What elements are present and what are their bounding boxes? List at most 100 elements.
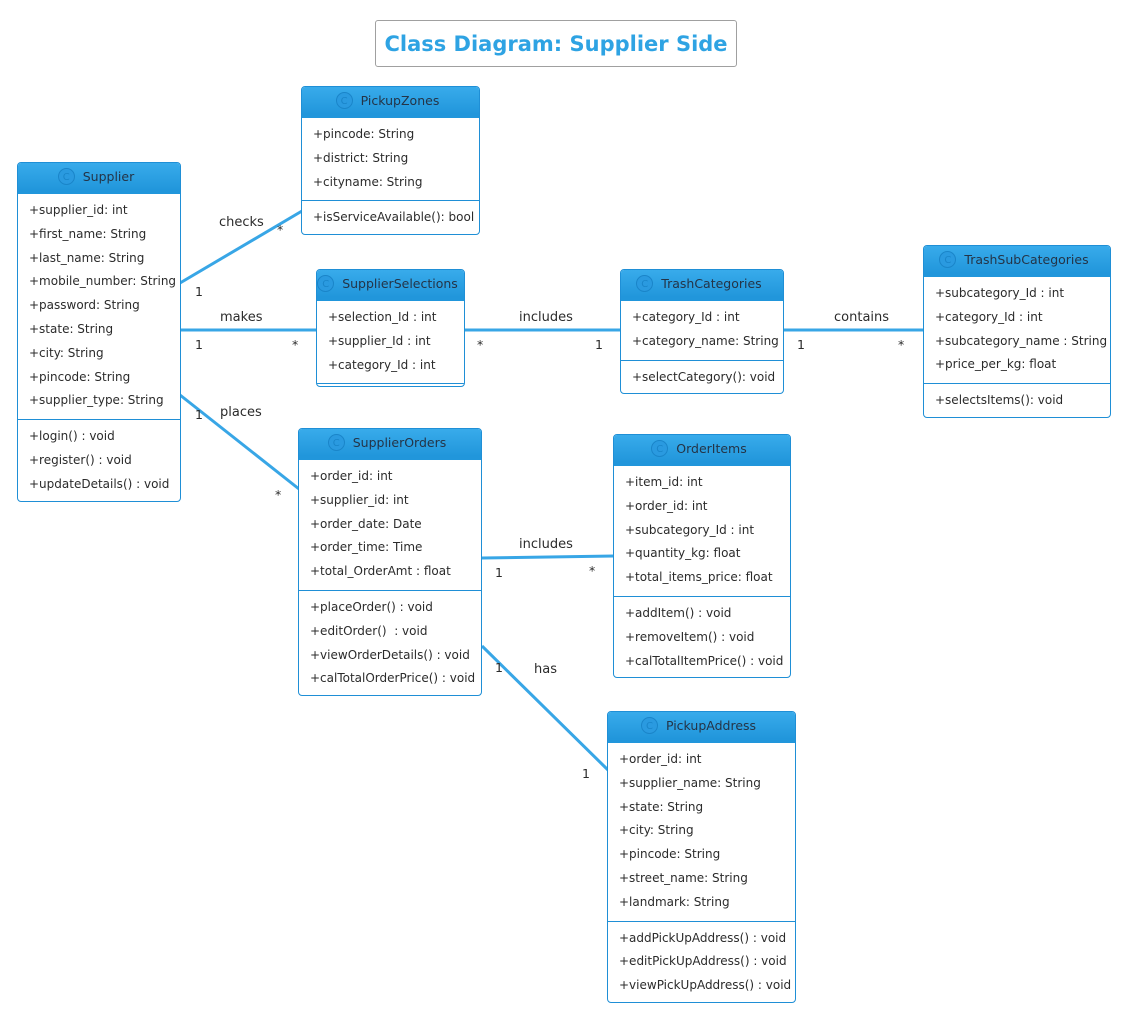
field-row: +supplier_id: int [29,203,128,217]
field-row: +city: String [29,345,104,360]
class-methods: +login() : void+register() : void+update… [18,420,180,500]
class-fields: +subcategory_Id : int+category_Id : int+… [924,277,1110,385]
field-row: +quantity_kg: float [625,546,741,561]
class-c-icon: C [57,168,75,185]
method-row: +register() : void [29,452,132,467]
multiplicity-makes-to: * [292,337,299,352]
class-pickupzones[interactable]: C PickupZones +pincode: String+district: S… [301,86,480,236]
multiplicity-includes-items-to: * [589,563,596,578]
method-row: +removeItem() : void [625,629,755,644]
multiplicity-places-to: * [275,487,282,502]
field-row: +street_name: String [619,870,748,885]
class-name: PickupZones [360,93,440,108]
edge-has [480,644,610,772]
multiplicity-has-from: 1 [495,660,503,675]
field-row: +last_name: String [29,250,145,265]
method-row: +addPickUpAddress() : void [619,930,787,945]
field-row: +item_id: int [625,475,703,489]
method-row: +login() : void [29,429,115,444]
multiplicity-includes-categories-to: 1 [595,337,603,352]
relation-label-places: places [220,405,262,420]
class-header: C TrashCategories [621,270,783,301]
edge-includes-items [481,554,615,560]
relation-label-contains: contains [834,310,890,325]
class-supplierselections[interactable]: C SupplierSelections +selection_Id : int+s… [316,269,465,388]
class-header: C PickupZones [302,87,479,118]
field-row: +total_items_price: float [625,570,773,585]
relation-label-includes-categories: includes [519,310,573,325]
field-row: +category_name: String [632,333,779,348]
class-c-icon: C [640,717,658,734]
field-row: +mobile_number: String [29,274,177,289]
class-fields: +supplier_id: int +first_name: String +las… [18,194,180,421]
field-row: +district: String [313,150,409,165]
class-c-icon: C [317,275,335,292]
field-row: +subcategory_Id : int [935,286,1065,300]
method-row: +calTotalItemPrice() : void [625,653,784,668]
class-methods: +addPickUpAddress() : void +editPickUpAdd… [608,922,795,1002]
class-c-icon: C [939,251,957,268]
class-methods: +isServiceAvailable(): bool [302,201,479,234]
class-supplier[interactable]: C Supplier +supplier_id: int +first_name: S… [17,162,181,502]
method-row: +addItem() : void [625,605,732,620]
field-row: +first_name: String [29,226,147,241]
method-row: +viewOrderDetails() : void [310,647,470,662]
relation-label-makes: makes [220,310,263,325]
field-row: +order_date: Date [310,516,422,531]
class-name: Supplier [82,169,135,184]
method-row: +editOrder() : void [310,623,428,638]
method-row: +selectCategory(): void [632,369,776,384]
field-row: +landmark: String [619,894,730,909]
class-c-icon: C [636,275,654,292]
multiplicity-checks-from: 1 [195,284,203,299]
class-trashcategories[interactable]: C TrashCategories +category_Id : int +categ… [620,269,784,395]
field-row: +category_Id : int [632,310,740,324]
method-row: +isServiceAvailable(): bool [313,210,475,225]
class-c-icon: C [335,92,353,109]
class-fields: +order_id: int+supplier_id: int+order_da… [299,460,481,591]
relation-label-includes-items: includes [519,537,573,552]
multiplicity-contains-to: * [898,337,905,352]
field-row: +order_id: int [625,498,708,513]
field-row: +price_per_kg: float [935,357,1057,372]
method-row: +placeOrder() : void [310,599,433,614]
class-fields: +selection_Id : int+supplier_Id : int+ca… [317,301,464,385]
field-row: +subcategory_name : String [935,333,1108,348]
multiplicity-includes-categories-from: * [477,337,484,352]
class-fields: +order_id: int+supplier_name: String+sta… [608,743,795,922]
field-row: +state: String [619,799,704,814]
field-row: +supplier_type: String [29,393,164,408]
multiplicity-has-to: 1 [582,766,590,781]
class-name: TrashSubCategories [964,252,1089,267]
class-header: C SupplierSelections [317,270,464,301]
edge-places [179,393,300,491]
method-row: +calTotalOrderPrice() : void [310,671,476,686]
class-fields: +item_id: int+order_id: int+subcategory_… [614,466,790,597]
multiplicity-contains-from: 1 [797,337,805,352]
relation-label-has: has [534,662,557,677]
field-row: +state: String [29,321,114,336]
class-name: SupplierSelections [342,276,458,291]
class-fields: +pincode: String+district: String+cityna… [302,118,479,202]
class-methods: +addItem() : void +removeItem() : void +ca… [614,597,790,677]
field-row: +city: String [619,823,694,838]
field-row: +order_id: int [619,752,702,766]
method-row: +editPickUpAddress() : void [619,954,787,969]
class-trashsubcategories[interactable]: C TrashSubCategories +subcategory_Id : int… [923,245,1111,418]
multiplicity-checks-to: * [277,222,284,237]
class-header: C TrashSubCategories [924,246,1110,277]
field-row: +supplier_id: int [310,492,409,507]
field-row: +supplier_Id : int [328,333,431,348]
method-row: +selectsItems(): void [935,393,1064,408]
edge-checks [179,209,303,285]
class-methods: +selectsItems(): void [924,384,1110,417]
field-row: +pincode: String [619,847,721,862]
multiplicity-places-from: 1 [195,407,203,422]
class-name: TrashCategories [661,276,762,291]
method-row: +viewPickUpAddress() : void [619,978,792,993]
class-c-icon: C [651,440,669,457]
